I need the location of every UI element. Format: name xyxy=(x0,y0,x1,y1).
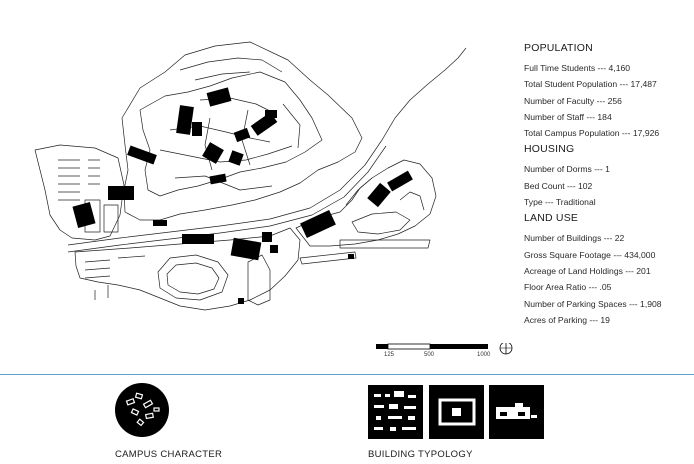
stat-line: Floor Area Ratio --- .05 xyxy=(524,282,612,293)
campus-statistics: POPULATION Full Time Students --- 4,160 … xyxy=(524,42,692,328)
stat-line: Number of Buildings --- 22 xyxy=(524,233,625,244)
stat-line: Gross Square Footage --- 434,000 xyxy=(524,249,656,260)
building-typology-diagrams xyxy=(368,385,544,439)
scale-label-125: 125 xyxy=(384,352,395,358)
stat-line: Number of Faculty --- 256 xyxy=(524,95,622,106)
caption-campus-character: CAMPUS CHARACTER xyxy=(115,449,223,460)
scale-label-500: 500 xyxy=(424,352,435,358)
typology-linear xyxy=(489,385,544,439)
section-title-housing: HOUSING xyxy=(524,143,575,156)
stat-line: Acreage of Land Holdings --- 201 xyxy=(524,265,651,276)
stat-line: Number of Staff --- 184 xyxy=(524,111,612,122)
population-section: POPULATION Full Time Students --- 4,160 … xyxy=(524,42,692,141)
typology-scattered xyxy=(368,385,423,439)
housing-section: HOUSING Number of Dorms --- 1 Bed Count … xyxy=(524,143,692,210)
campus-site-plan xyxy=(34,41,467,311)
scale-bar xyxy=(376,343,513,355)
stat-line: Acres of Parking --- 19 xyxy=(524,314,610,325)
scale-label-1000: 1000 xyxy=(477,352,491,358)
north-arrow-icon xyxy=(499,343,513,355)
stat-line: Number of Parking Spaces --- 1,908 xyxy=(524,298,662,309)
section-title-land-use: LAND USE xyxy=(524,212,579,225)
stat-line: Bed Count --- 102 xyxy=(524,180,593,191)
section-title-population: POPULATION xyxy=(524,42,593,54)
stat-line: Full Time Students --- 4,160 xyxy=(524,63,631,73)
land-use-section: LAND USE Number of Buildings --- 22 Gros… xyxy=(524,212,692,328)
typology-courtyard xyxy=(429,385,484,439)
campus-character-diagram xyxy=(115,383,169,437)
stat-line: Total Campus Population --- 17,926 xyxy=(524,128,660,139)
stat-line: Type --- Traditional xyxy=(524,197,596,208)
section-divider xyxy=(0,374,694,375)
stat-line: Total Student Population --- 17,487 xyxy=(524,79,657,90)
stat-line: Number of Dorms --- 1 xyxy=(524,164,610,175)
caption-building-typology: BUILDING TYPOLOGY xyxy=(368,449,473,460)
